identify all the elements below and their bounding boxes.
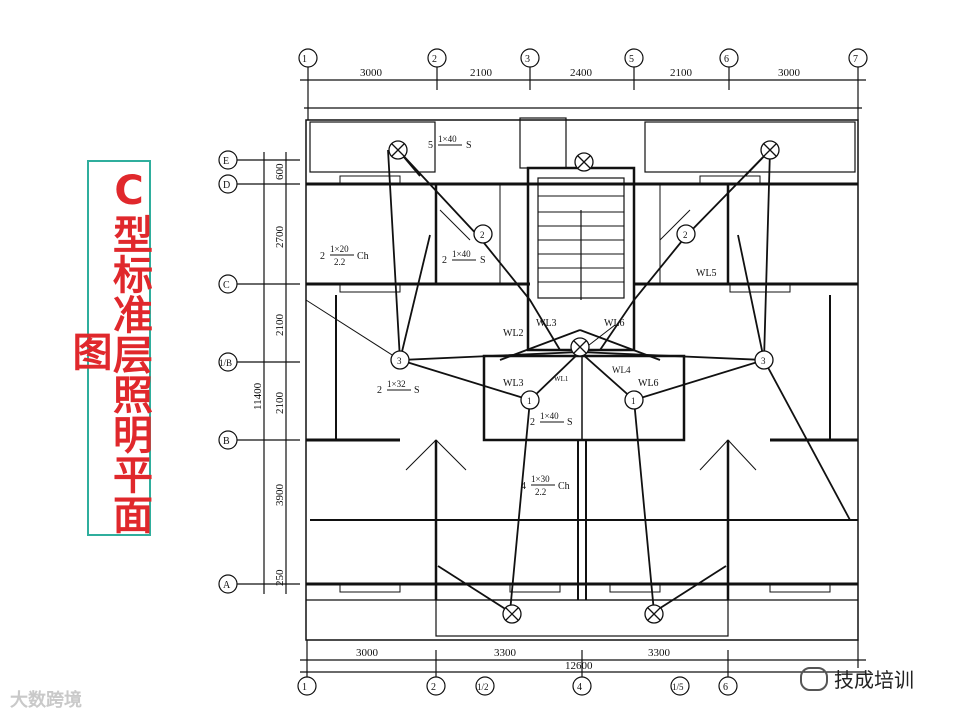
- fixture-label-den: 2.2: [334, 257, 345, 267]
- fixture-label-prefix: 2: [320, 251, 325, 262]
- fixture-num: 2: [683, 230, 688, 240]
- ceiling-light-x-icon: [644, 604, 664, 624]
- fixture-label-num: 1×30: [531, 474, 550, 484]
- axis-label-top-3: 3: [525, 54, 530, 65]
- axis-label-left-D: D: [223, 180, 230, 191]
- fixture-num: 1: [527, 396, 532, 406]
- dim-top-4: 2100: [670, 67, 693, 79]
- ceiling-light-x-icon: [388, 140, 408, 160]
- ceiling-light-x-icon: [502, 604, 522, 624]
- fixture-label-suffix: Ch: [558, 481, 570, 492]
- circuit-wl2: WL2: [503, 328, 524, 339]
- fixture-label-suffix: S: [414, 385, 420, 396]
- circuit-wl6: WL6: [638, 378, 659, 389]
- dim-top-3: 2400: [570, 67, 593, 79]
- axis-label-bottom-1-2: 1/2: [477, 682, 489, 692]
- circuit-wl3-top: WL3: [536, 318, 557, 329]
- ceiling-light-x-icon: [760, 140, 780, 160]
- watermark-left-text: 大数跨境: [10, 690, 82, 711]
- wechat-icon: [800, 666, 828, 691]
- fixture-label-prefix: 2: [530, 417, 535, 428]
- fixture-circle: [473, 224, 493, 244]
- fixture-label-prefix: 5: [428, 140, 433, 151]
- watermark-logo-left: 大数跨境: [10, 686, 82, 712]
- fixture-label-prefix: 2: [442, 255, 447, 266]
- fixture-circle: [624, 390, 644, 410]
- axis-label-bottom-6: 6: [723, 682, 728, 693]
- fixture-circle: [676, 224, 696, 244]
- fixture-label-prefix: 2: [377, 385, 382, 396]
- dim-left-5: 3900: [274, 484, 286, 507]
- circuit-wl5: WL5: [696, 268, 717, 279]
- title-box: C型标准层照明平面图: [65, 160, 153, 536]
- watermark-logo-right: 技成培训: [800, 664, 914, 693]
- fixture-label-suffix: Ch: [357, 251, 369, 262]
- dim-left-6: 250: [274, 569, 286, 586]
- ceiling-light-x-icon: [570, 337, 590, 357]
- fixture-label-suffix: S: [480, 255, 486, 266]
- dim-bottom-1: 3000: [356, 647, 379, 659]
- axis-label-left-E: E: [223, 156, 229, 167]
- fixture-num: 2: [480, 230, 485, 240]
- dim-top-2: 2100: [470, 67, 493, 79]
- dim-bottom-total: 12600: [565, 660, 593, 672]
- fixture-label-den: 2.2: [535, 487, 546, 497]
- fixtures: [388, 140, 780, 624]
- axis-label-top-5: 5: [629, 54, 634, 65]
- circuit-wl6-top: WL6: [604, 318, 625, 329]
- watermark-right-text: 技成培训: [834, 668, 914, 692]
- axis-label-bottom-2: 2: [431, 682, 436, 693]
- axis-label-bottom-1-5: 1/5: [672, 682, 684, 692]
- axis-label-bottom-4: 4: [577, 682, 582, 693]
- fixture-circle: [390, 350, 410, 370]
- fixture-num: 3: [761, 356, 766, 366]
- axis-label-left-A: A: [223, 580, 231, 591]
- fixture-label-num: 1×40: [452, 249, 471, 259]
- axis-label-left-1B: 1/B: [219, 358, 232, 368]
- dim-left-3: 2100: [274, 314, 286, 337]
- fixture-label-suffix: S: [466, 140, 472, 151]
- circuit-wl1: WL1: [554, 375, 569, 383]
- axis-label-bottom-1: 1: [302, 682, 307, 693]
- dim-left-4: 2100: [274, 392, 286, 415]
- axis-label-top-6: 6: [724, 54, 729, 65]
- fixture-circle: [754, 350, 774, 370]
- fixture-label-suffix: S: [567, 417, 573, 428]
- fixture-circle: [520, 390, 540, 410]
- circuit-wl4: WL4: [612, 365, 631, 375]
- dim-left-1: 600: [274, 163, 286, 180]
- axis-label-top-2: 2: [432, 54, 437, 65]
- circuit-wl3: WL3: [503, 378, 524, 389]
- page-title: C型标准层照明平面图: [65, 168, 153, 534]
- fixture-label-num: 1×40: [540, 411, 559, 421]
- fixture-label-prefix: 4: [521, 481, 526, 492]
- axis-label-left-C: C: [223, 280, 230, 291]
- fixture-label-num: 1×20: [330, 244, 349, 254]
- fixture-num: 3: [397, 356, 402, 366]
- axis-bubbles-top: [298, 48, 868, 68]
- dim-top-1: 3000: [360, 67, 383, 79]
- axis-label-top-1: 1: [302, 54, 307, 65]
- wiring: [387, 149, 851, 613]
- dim-top-5: 3000: [778, 67, 801, 79]
- fixture-label-num: 1×32: [387, 379, 406, 389]
- dim-left-2: 2700: [274, 226, 286, 249]
- axis-label-left-B: B: [223, 436, 230, 447]
- fixture-label-num: 1×40: [438, 134, 457, 144]
- ceiling-light-x-icon: [574, 152, 594, 172]
- dim-bottom-2: 3300: [494, 647, 517, 659]
- fixture-num: 1: [631, 396, 636, 406]
- axis-label-top-7: 7: [853, 54, 858, 65]
- axis-bubbles-left: [218, 150, 238, 594]
- dim-left-total: 11400: [252, 382, 264, 410]
- dim-bottom-3: 3300: [648, 647, 671, 659]
